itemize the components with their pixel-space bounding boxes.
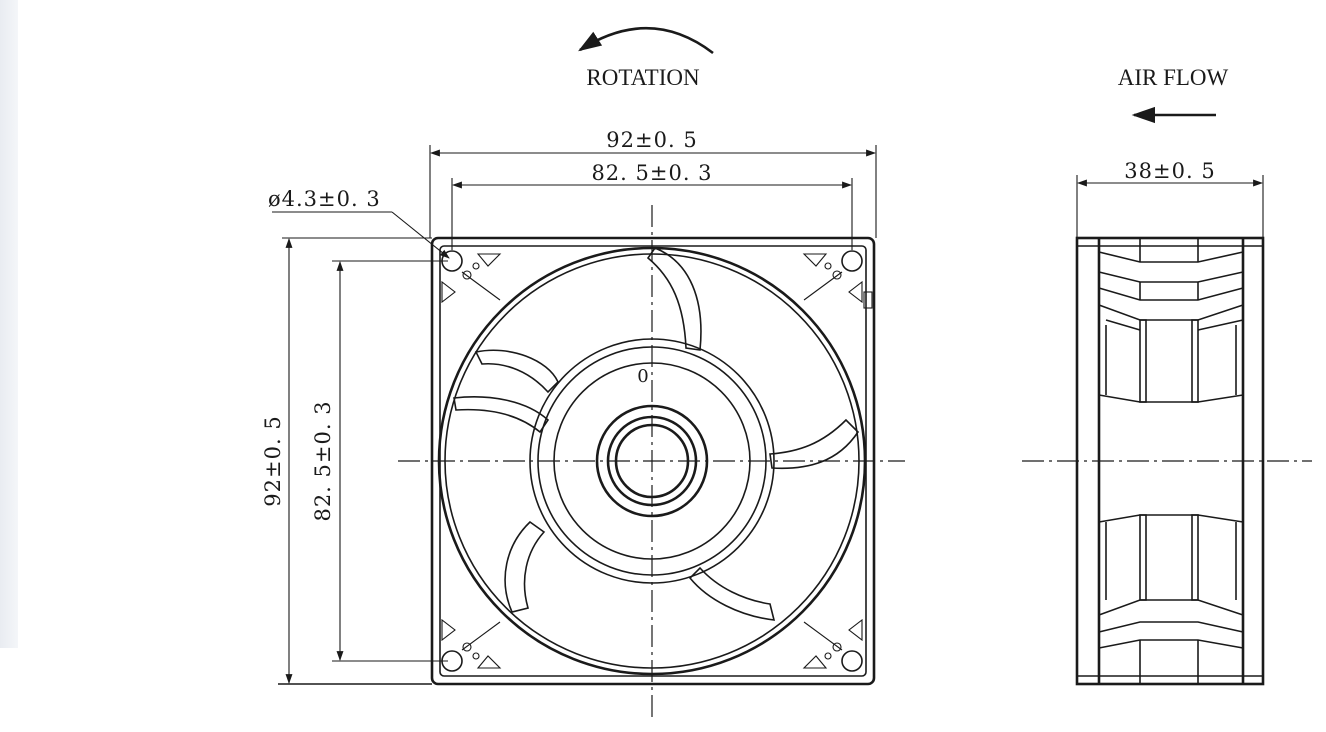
fan-side-view bbox=[1022, 236, 1312, 686]
fan-blade bbox=[504, 520, 546, 613]
dim-width-overall: 92±0. 5 bbox=[606, 128, 697, 152]
fan-blade bbox=[688, 566, 776, 621]
dim-depth: 38±0. 5 bbox=[1124, 159, 1215, 183]
fan-front-view: 0 bbox=[398, 205, 905, 718]
dim-height-overall: 92±0. 5 bbox=[261, 415, 285, 506]
dim-height-holes: 82. 5±0. 3 bbox=[311, 400, 335, 521]
front-dimensions: 92±0. 5 82. 5±0. 3 ø4.3±0. 3 92±0. 5 82.… bbox=[261, 128, 877, 685]
fan-blade bbox=[646, 247, 702, 351]
mounting-hole-br bbox=[841, 650, 863, 672]
fan-blade bbox=[769, 418, 860, 470]
rotation-indicator: ROTATION bbox=[578, 26, 714, 90]
airflow-indicator: AIR FLOW bbox=[1118, 65, 1229, 124]
mounting-hole-tr bbox=[841, 250, 863, 272]
fan-blade bbox=[453, 396, 550, 434]
hub-mark: 0 bbox=[637, 366, 648, 387]
hole-diameter-leader bbox=[391, 211, 450, 259]
viewer-side-strip bbox=[0, 0, 18, 648]
side-dimensions: 38±0. 5 bbox=[1076, 159, 1264, 238]
rotation-arrow bbox=[578, 26, 714, 55]
airflow-label: AIR FLOW bbox=[1118, 65, 1229, 90]
rotation-label: ROTATION bbox=[586, 65, 700, 90]
dim-hole-diameter: ø4.3±0. 3 bbox=[268, 187, 381, 211]
fan-blade bbox=[474, 349, 559, 394]
dim-width-holes: 82. 5±0. 3 bbox=[591, 161, 712, 185]
